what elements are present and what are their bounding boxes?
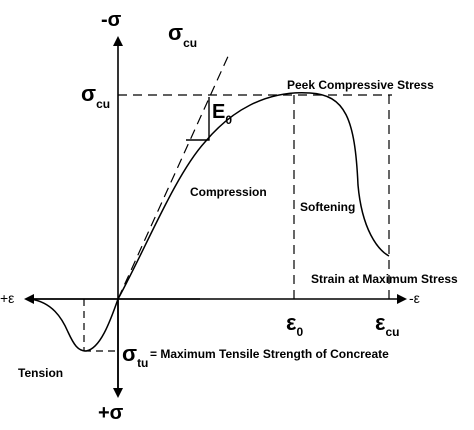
sigma-tu-description: = Maximum Tensile Strength of Concreate (150, 347, 389, 361)
neg-eps-label: -ε (409, 290, 420, 306)
neg-sigma-label: -σ (101, 9, 122, 31)
slope-triangle (186, 97, 210, 141)
initial-tangent-line (117, 51, 231, 300)
compression-curve (117, 92, 390, 300)
strain-max-label: Strain at Maximum Stress (311, 272, 458, 286)
pos-eps-label: +ε (0, 290, 14, 306)
peak-stress-label: Peek Compressive Stress (287, 78, 434, 92)
compression-label: Compression (190, 185, 267, 199)
pos-sigma-label: +σ (98, 402, 124, 424)
softening-label: Softening (300, 200, 355, 214)
e0-label: E0 (212, 101, 232, 127)
tension-curve (29, 298, 119, 352)
eps0-label: ε0 (286, 310, 303, 339)
epscu-label: εcu (375, 310, 399, 339)
sigma-cu-axis-label: σcu (81, 81, 110, 111)
tension-label: Tension (18, 366, 63, 380)
sigma-tu-label: σtu (122, 341, 148, 370)
sigma-cu-top-label: σcu (168, 20, 197, 50)
